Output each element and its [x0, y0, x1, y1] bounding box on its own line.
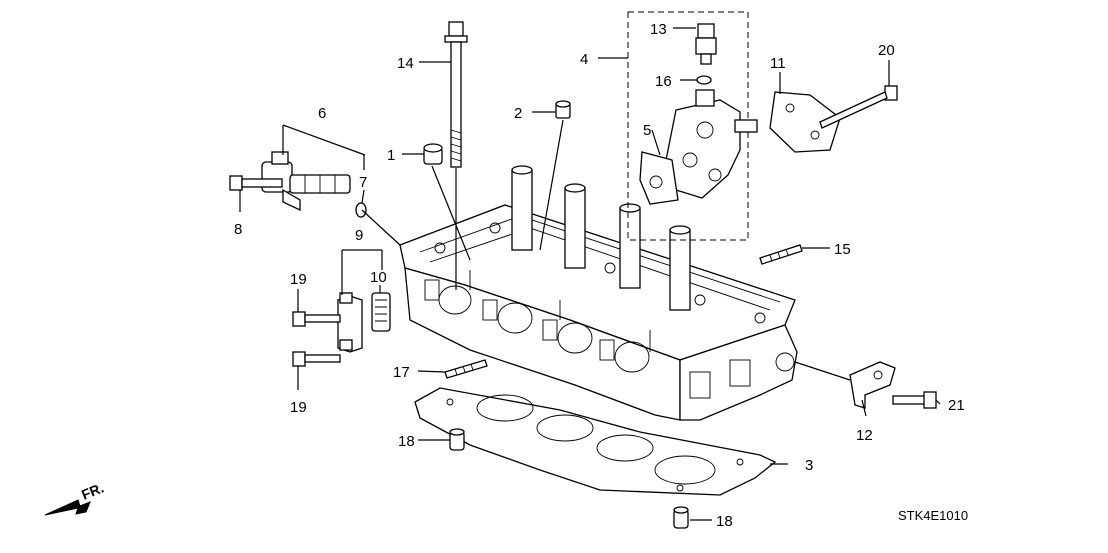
vtc-group-frame — [627, 11, 749, 241]
label-11: 11 — [770, 55, 786, 72]
label-14: 14 — [397, 55, 414, 72]
label-17: 17 — [393, 364, 410, 381]
stud-17 — [444, 359, 488, 379]
label-16: 16 — [655, 73, 672, 90]
spool-filter-housing — [337, 292, 363, 353]
sealing-plug — [555, 100, 571, 119]
plug-tube-2 — [564, 183, 586, 269]
plug-tube-1 — [511, 165, 533, 251]
oring-7 — [355, 202, 367, 218]
label-19-upper: 19 — [290, 271, 307, 288]
vtc-bracket — [769, 91, 841, 153]
front-marker-label: FR. — [79, 479, 106, 502]
label-6: 6 — [318, 105, 326, 122]
dowel-pin-upper — [449, 428, 465, 451]
valve-seal — [423, 143, 443, 165]
label-4: 4 — [580, 51, 588, 68]
filter-screen — [371, 292, 391, 332]
head-bolt — [444, 21, 468, 168]
callout-labels: 1 2 3 4 5 6 7 8 9 10 11 12 13 14 15 16 1… — [234, 21, 965, 530]
label-9: 9 — [355, 227, 363, 244]
label-1: 1 — [387, 147, 395, 164]
label-20: 20 — [878, 42, 895, 59]
bolt-21 — [892, 391, 937, 409]
front-arrow-marker: FR. — [44, 479, 106, 516]
cylinder-head — [399, 165, 798, 421]
head-gasket — [414, 387, 777, 496]
label-18-upper: 18 — [398, 433, 415, 450]
vtc-oil-control-unit — [665, 89, 758, 199]
label-12: 12 — [856, 427, 873, 444]
diagram-code: STK4E1010 — [898, 508, 968, 523]
label-13: 13 — [650, 21, 667, 38]
dowel-pin-lower — [673, 506, 689, 529]
bolt-8 — [229, 175, 283, 191]
label-15: 15 — [834, 241, 851, 258]
front-arrow-icon — [44, 499, 91, 516]
bolt-19-lower — [292, 351, 341, 367]
leader-lines — [239, 27, 941, 521]
label-21: 21 — [948, 397, 965, 414]
label-8: 8 — [234, 221, 242, 238]
bracket-12 — [849, 361, 896, 409]
plug-tube-4 — [669, 225, 691, 311]
label-2: 2 — [514, 105, 522, 122]
washer-16 — [696, 75, 712, 85]
plug-tube-3 — [619, 203, 641, 289]
bolt-20 — [819, 85, 898, 129]
label-10: 10 — [370, 269, 387, 286]
bolt-19-upper — [292, 311, 341, 327]
gasket-5 — [639, 151, 679, 205]
label-19-lower: 19 — [290, 399, 307, 416]
stud-15 — [759, 244, 803, 265]
label-3: 3 — [805, 457, 813, 474]
label-7: 7 — [359, 174, 367, 191]
label-18-lower: 18 — [716, 513, 733, 530]
label-5: 5 — [643, 122, 651, 139]
oil-pressure-switch — [695, 23, 717, 65]
